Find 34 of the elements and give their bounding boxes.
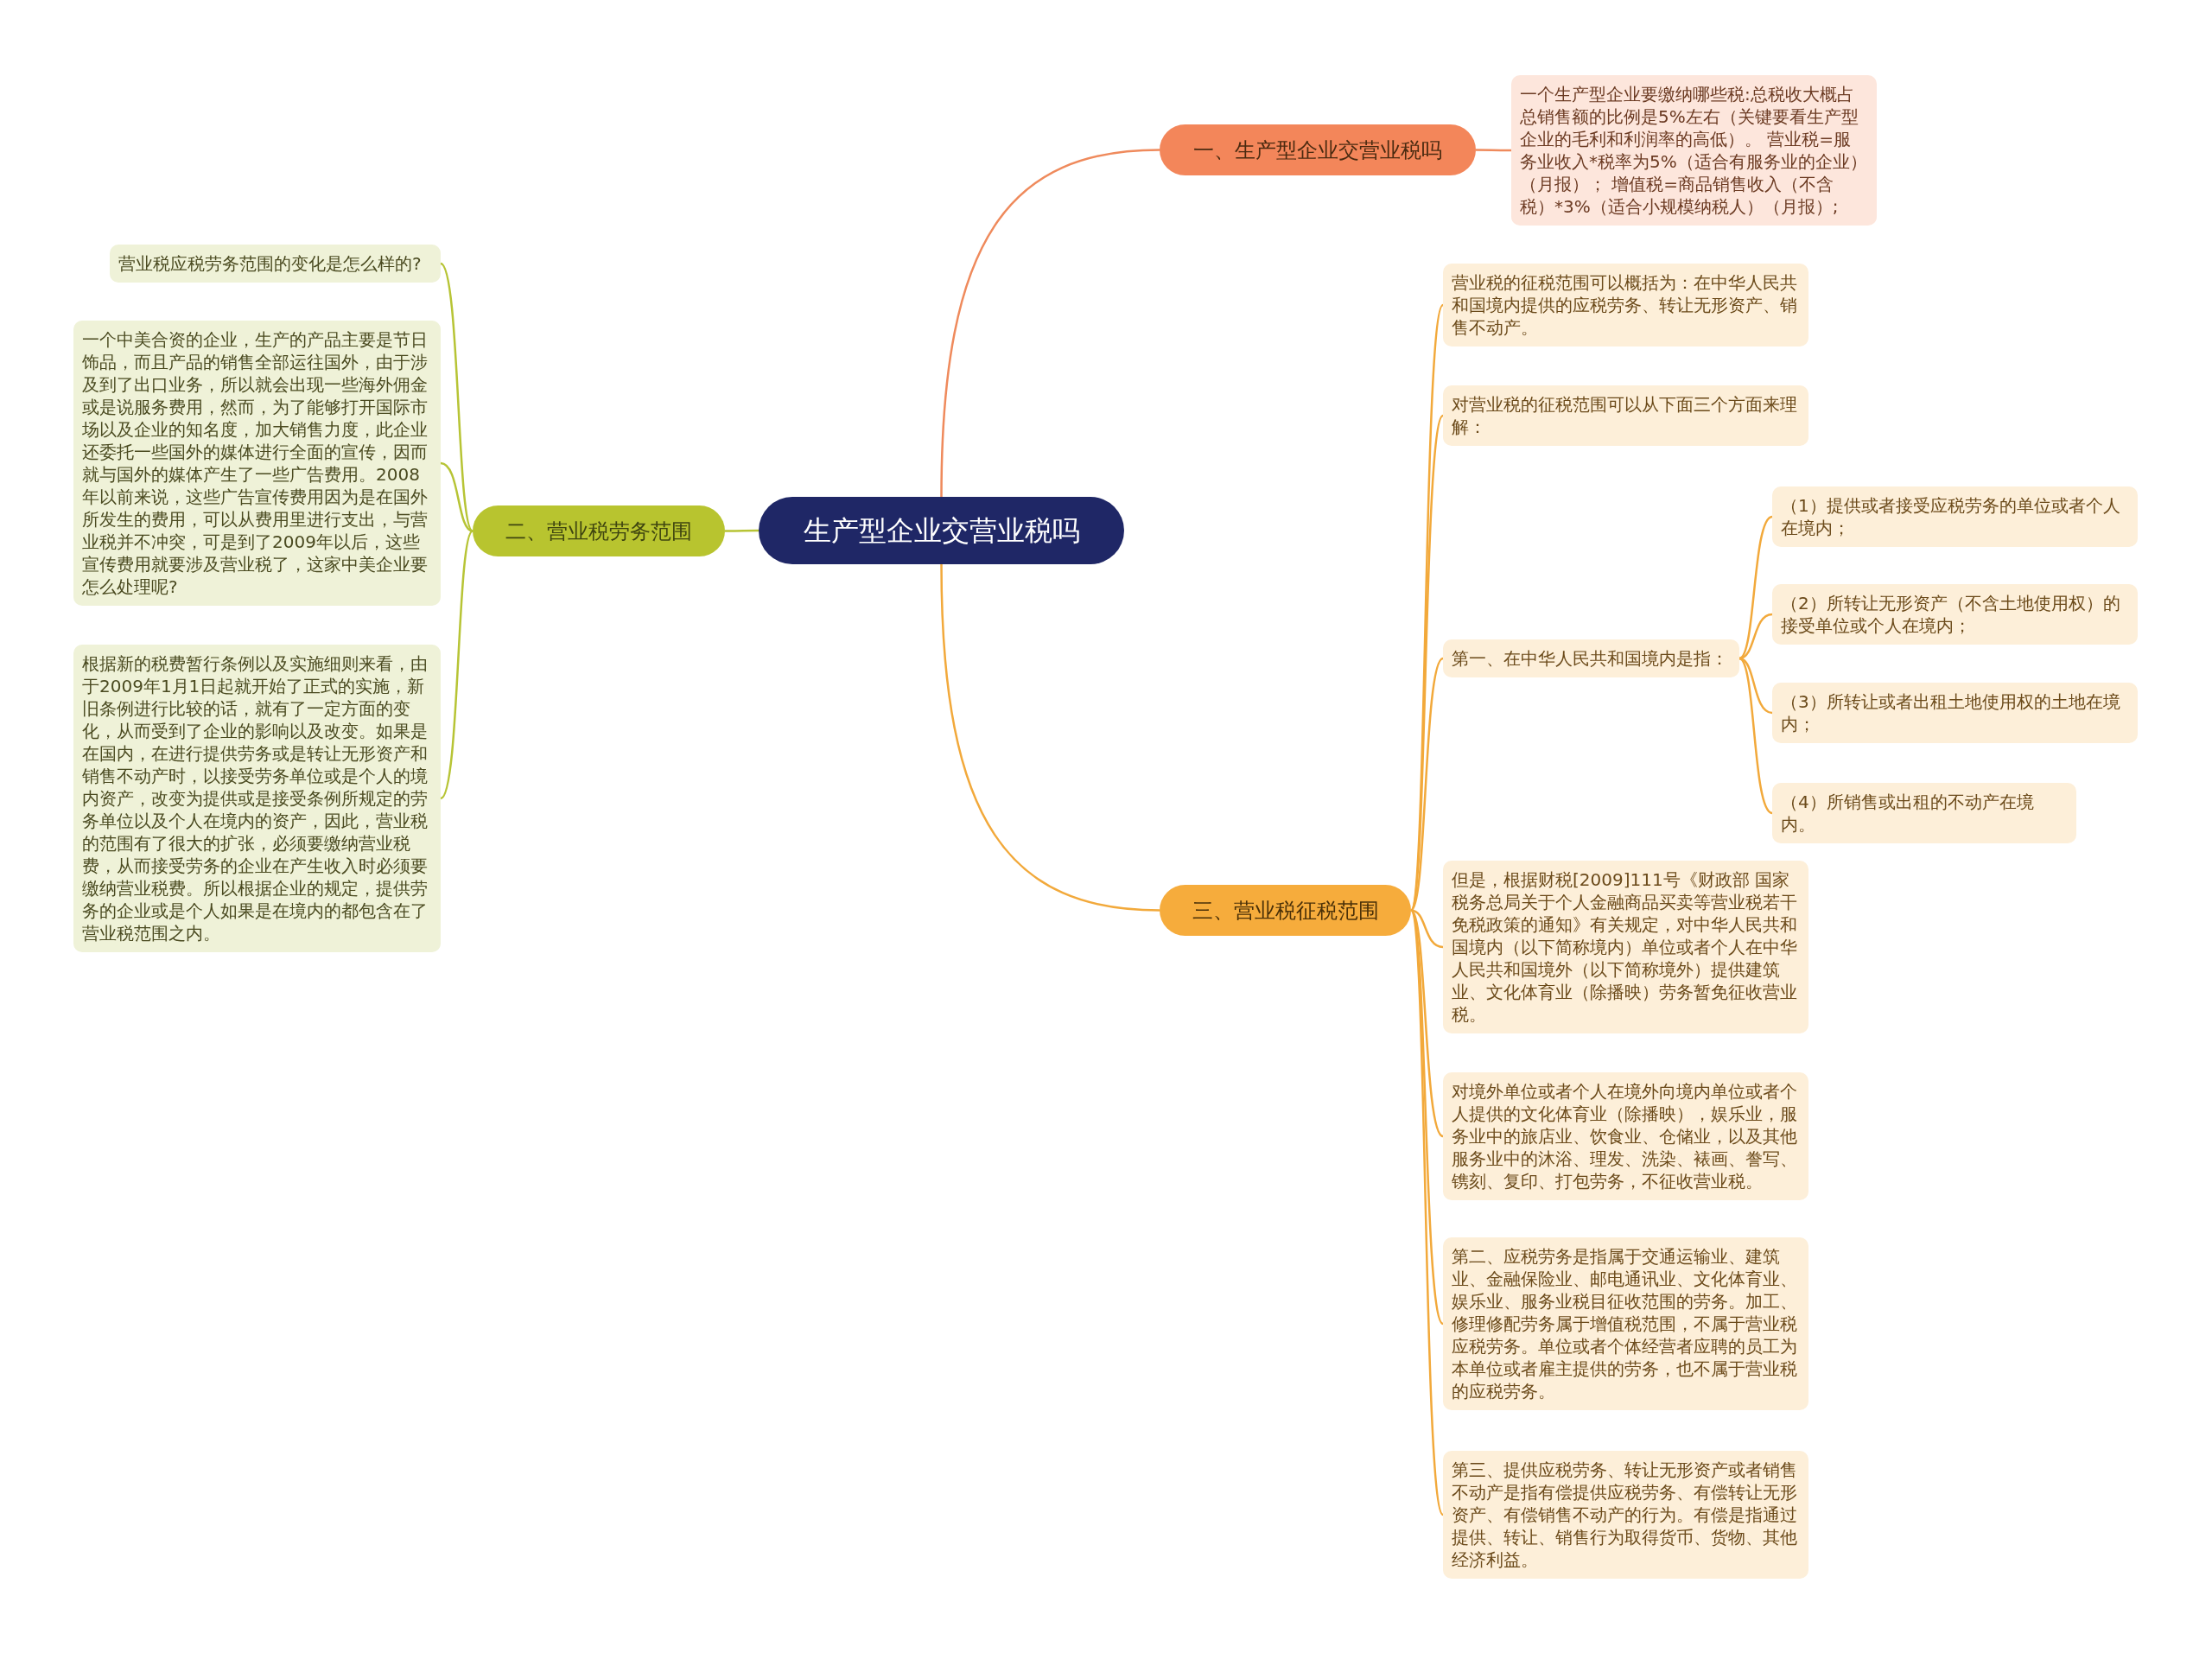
text-box: 根据新的税费暂行条例以及实施细则来看，由于2009年1月1日起就开始了正式的实施，新旧条例进行比较的话，就有了一定方面的变化，从而受到了企业的影响以及改变。如果是在国内，在进行提供劳务或是转让无形资产和销售不动产时，以接受劳务单位或是个人的境内资产，改变为提供或是接受条例所规定的劳务单位以及个人在境内的资产，因此，营业税的范围有了很大的扩张，必须要缴纳营业税费，从而接受劳务的企业在产生收入时必须要缴纳营业税费。所以根据企业的规定，提供劳务的企业或是个人如果是在境内的都包含在了营业税范围之内。 — [73, 645, 441, 952]
text-box: 一个生产型企业要缴纳哪些税:总税收大概占总销售额的比例是5%左右（关键要看生产型企业的毛利和利润率的高低）。 营业税=服务业收入*税率为5%（适合有服务业的企业）（月报）； 增值税=商品销售收入（不含税）*3%（适合小规模纳税人）（月报）; — [1511, 75, 1877, 226]
text-box: 第一、在中华人民共和国境内是指： — [1443, 639, 1739, 677]
connector-line — [440, 263, 474, 532]
connector-line — [1738, 613, 1773, 660]
text-box: （2）所转让无形资产（不含土地使用权）的接受单位或个人在境内； — [1772, 584, 2138, 645]
connector-line — [940, 149, 1160, 498]
connector-line — [1410, 658, 1444, 912]
connector-line — [1409, 910, 1445, 1516]
branch-topic: 三、营业税征税范围 — [1160, 885, 1411, 936]
central-topic: 生产型企业交营业税吗 — [759, 497, 1124, 564]
branch-topic: 一、生产型企业交营业税吗 — [1160, 124, 1476, 175]
connector-line — [1410, 909, 1444, 949]
connector-line — [940, 563, 1160, 912]
text-box: 第三、提供应税劳务、转让无形资产或者销售不动产是指有偿提供应税劳务、有偿转让无形资产、有偿销售不动产的行为。有偿是指通过提供、转让、销售行为取得货币、货物、其他经济利益。 — [1443, 1451, 1808, 1579]
connector-line — [440, 461, 474, 532]
connector-line — [440, 530, 474, 799]
branch-topic: 二、营业税劳务范围 — [473, 505, 725, 556]
text-box: （4）所销售或出租的不动产在境内。 — [1772, 783, 2076, 843]
text-box: 第二、应税劳务是指属于交通运输业、建筑业、金融保险业、邮电通讯业、文化体育业、娱乐业、服务业税目征收范围的劳务。加工、修理修配劳务属于增值税范围，不属于营业税应税劳务。单位或者个体经营者应聘的员工为本单位或者雇主提供的劳务，也不属于营业税的应税劳务。 — [1443, 1237, 1808, 1410]
text-box: 对境外单位或者个人在境外向境内单位或者个人提供的文化体育业（除播映），娱乐业，服务业中的旅店业、饮食业、仓储业，以及其他服务业中的沐浴、理发、洗染、裱画、誊写、镌刻、复印、打包劳务，不征收营业税。 — [1443, 1072, 1808, 1200]
connector-line — [1409, 415, 1445, 911]
connector-line — [1738, 658, 1773, 815]
connector-line — [1476, 149, 1511, 152]
text-box: 一个中美合资的企业，生产的产品主要是节日饰品，而且产品的销售全部运往国外，由于涉及到了出口业务，所以就会出现一些海外佣金或是说服务费用，然而，为了能够打开国际市场以及企业的知名度，加大销售力度，此企业还委托一些国外的媒体进行全面的宣传，因而就与国外的媒体产生了一些广告费用。2008年以前来说，这些广告宣传费用因为是在国外所发生的费用，可以从费用里进行支出，与营业税并不冲突，可是到了2009年以后，这些宣传费用就要涉及营业税了，这家中美企业要怎么处理呢? — [73, 321, 441, 606]
text-box: （1）提供或者接受应税劳务的单位或者个人在境内； — [1772, 486, 2138, 547]
connector-line — [725, 529, 759, 532]
text-box: 营业税的征税范围可以概括为：在中华人民共和国境内提供的应税劳务、转让无形资产、销售不动产。 — [1443, 264, 1808, 346]
connector-line — [1738, 515, 1773, 659]
text-box: （3）所转让或者出租土地使用权的土地在境内； — [1772, 683, 2138, 743]
text-box: 对营业税的征税范围可以从下面三个方面来理解： — [1443, 385, 1808, 446]
connector-line — [1738, 657, 1773, 715]
text-box: 但是，根据财税[2009]111号《财政部 国家税务总局关于个人金融商品买卖等营业税若干免税政策的通知》有关规定，对中华人民共和国境内（以下简称境内）单位或者个人在中华人民共和国境外（以下简称境外）提供建筑业、文化体育业（除播映）劳务暂免征收营业税。 — [1443, 861, 1808, 1033]
text-box: 营业税应税劳务范围的变化是怎么样的? — [110, 245, 441, 283]
